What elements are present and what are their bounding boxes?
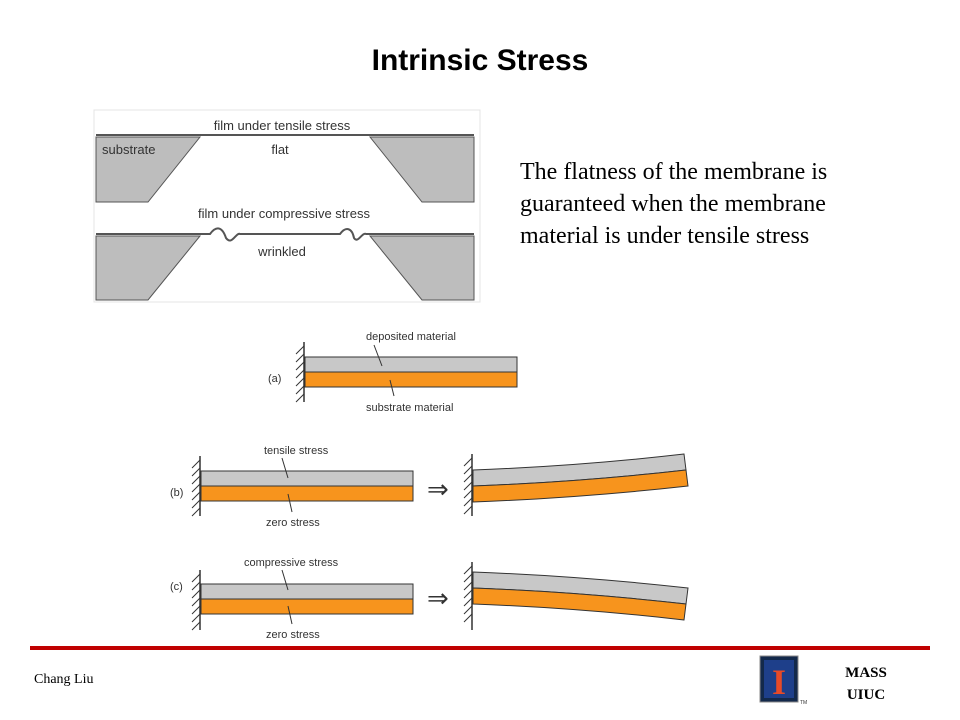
cantilever-panel-c: (c) compressive stress zero stress ⇒ (170, 557, 689, 641)
org-line-mass: MASS (845, 665, 887, 681)
wall-hatch-a (295, 345, 305, 403)
logo-letter: I (772, 662, 786, 702)
wall-hatch-b-left (191, 459, 201, 517)
film-wrinkled-line (96, 227, 474, 242)
label-substrate: substrate (102, 142, 155, 157)
label-wrinkled: wrinkled (257, 244, 306, 259)
body-line: material is under tensile stress (520, 223, 810, 249)
substrate-layer-a (304, 371, 518, 388)
cantilever-panel-a: (a) deposited material substrate materia… (268, 331, 518, 414)
substrate-left-top (95, 136, 202, 203)
university-logo: I TM (759, 655, 807, 706)
panel-a-bottom-label: substrate material (366, 402, 453, 414)
label-film-compressive: film under compressive stress (198, 206, 370, 221)
leader-top-a (373, 344, 383, 367)
label-flat: flat (271, 142, 289, 157)
panel-c-tag: (c) (170, 581, 183, 593)
org-line-uiuc: UIUC (846, 687, 886, 703)
panel-a-top-label: deposited material (366, 331, 456, 343)
deposited-layer-c (200, 583, 414, 600)
substrate-layer-b (200, 485, 414, 502)
bent-substrate-c (472, 587, 687, 621)
logo-tm: TM (800, 700, 807, 706)
cantilever-panel-b: (b) tensile stress zero stress ⇒ (170, 445, 689, 529)
body-line: guaranteed when the membrane (520, 191, 826, 217)
panel-a-tag: (a) (268, 373, 281, 385)
deposited-layer-a (304, 356, 518, 373)
deposited-layer-b (200, 470, 414, 487)
substrate-left-bottom (95, 235, 202, 301)
footer-org: MASS UIUC (838, 662, 894, 706)
substrate-right-bottom (368, 235, 475, 301)
panel-b-top-label: tensile stress (264, 445, 329, 457)
membrane-figure: film under tensile stress substrate flat… (93, 109, 481, 303)
body-line: The flatness of the membrane is (520, 159, 828, 185)
panel-c-top-label: compressive stress (244, 557, 339, 569)
arrow-c: ⇒ (427, 584, 449, 614)
substrate-right-top (368, 136, 475, 203)
wall-hatch-b-right (463, 457, 473, 515)
slide-title: Intrinsic Stress (371, 44, 589, 77)
footer-rule (30, 646, 930, 650)
bent-substrate-b (472, 469, 689, 503)
panel-b-bottom-label: zero stress (266, 517, 320, 529)
leader-top-b (281, 457, 289, 479)
leader-bottom-b (287, 493, 293, 513)
panel-c-bottom-label: zero stress (266, 629, 320, 641)
substrate-layer-c (200, 598, 414, 615)
wall-hatch-c-left (191, 573, 201, 631)
panel-b-tag: (b) (170, 487, 183, 499)
wall-hatch-c-right (463, 565, 473, 623)
arrow-b: ⇒ (427, 475, 449, 505)
logo-inner (764, 660, 794, 698)
footer-author: Chang Liu (34, 672, 94, 687)
leader-top-c (281, 569, 289, 591)
leader-bottom-a (389, 379, 395, 397)
label-film-tensile: film under tensile stress (214, 118, 351, 133)
leader-bottom-c (287, 605, 293, 625)
slide-body-text: The flatness of the membrane is guarante… (520, 156, 920, 252)
